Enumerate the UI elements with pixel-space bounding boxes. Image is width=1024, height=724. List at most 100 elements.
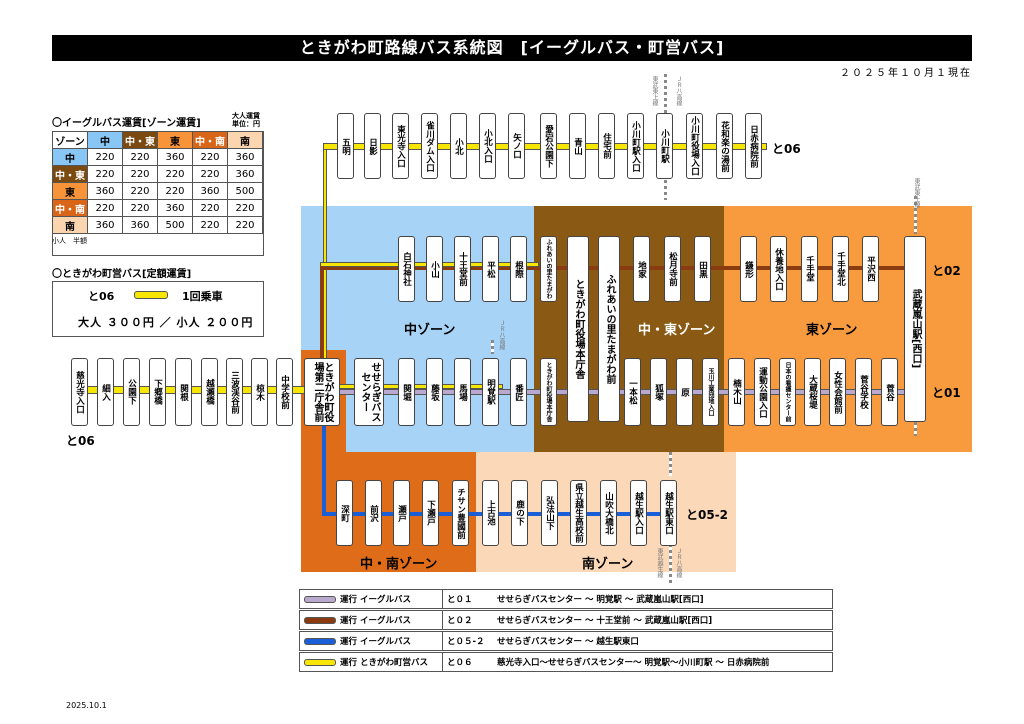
legend-operator: 運行 イーグルバス [340,616,411,626]
bus-stop[interactable]: 大蔵桜堤 [804,358,821,426]
bus-stop[interactable]: 越生駅入口 [630,480,647,546]
bus-stop[interactable]: ときがわ町役場第二庁舎前 [304,358,340,426]
bus-stop[interactable]: 平松 [482,236,499,302]
bus-stop[interactable]: 小川町役場入口 [686,113,703,179]
bus-stop[interactable]: 松月寺前 [664,236,681,302]
fare-cell: 220 [122,165,158,183]
bus-stop[interactable]: 関根 [175,358,192,426]
bus-stop[interactable]: 藤坂 [426,358,443,426]
bus-stop[interactable]: 狐塚 [650,358,667,426]
bus-stop[interactable]: 前沢 [365,480,382,546]
bus-stop[interactable]: 瀬戸 [393,480,410,546]
bus-stop[interactable]: 番匠 [510,358,527,426]
bus-stop[interactable]: 県立越生高校前 [570,480,587,546]
bus-stop[interactable]: 椋木 [251,358,268,426]
bus-stop[interactable]: ときがわ町役場本庁舎 [540,358,557,426]
bus-stop[interactable]: 運動公園入口 [754,358,771,426]
bus-stop[interactable]: 小北入口 [479,113,496,179]
bus-stop[interactable]: 鎌形 [740,236,757,302]
bus-stop[interactable]: 原 [676,358,693,426]
bus-stop[interactable]: 弘法山下 [541,480,558,546]
bus-stop[interactable]: 青山 [569,113,586,179]
fare-row: 中 220 220 360 220 360 [52,148,263,166]
bus-stop[interactable]: 武蔵嵐山駅[西口] [904,236,926,422]
bus-stop[interactable]: 愛宕公園下 [540,113,557,179]
bus-stop[interactable]: 深町 [336,480,353,546]
bus-stop[interactable]: 上古池 [482,480,499,546]
route-line-to02 [320,266,920,270]
fare-cell: 500 [157,216,193,234]
bus-stop[interactable]: 越瀬橋 [201,358,218,426]
bus-stop[interactable]: 菅谷学校 [855,358,872,426]
bus-stop[interactable]: 矢ノ口 [508,113,525,179]
bus-stop[interactable]: 公園下 [123,358,140,426]
bus-stop[interactable]: 馬場 [454,358,471,426]
bus-stop[interactable]: 明覚駅 [482,358,499,426]
bus-stop[interactable]: 花和楽の湯前 [716,113,733,179]
bus-stop[interactable]: 白石神社 [398,236,415,302]
bus-stop[interactable]: 細入 [97,358,114,426]
bus-stop[interactable]: 住宅前 [598,113,615,179]
page-title: ときがわ町路線バス系統図 [イーグルバス・町営バス] [52,35,972,61]
fare-header: 中 [87,131,123,149]
bus-stop[interactable]: 越生駅東口 [660,480,677,546]
fare-child-note: 小人 半額 [52,237,87,245]
bus-stop[interactable]: ふれあいの里たまがわ前 [598,236,620,422]
bus-stop[interactable]: 東光寺入口 [392,113,409,179]
bus-stop[interactable]: 玉川工業団地入口 [702,358,719,426]
fare-cell: 360 [122,216,158,234]
fare-header: ゾーン [52,131,88,149]
legend-row: 運行 ときがわ町営バス と０６ 慈光寺入口～せせらぎバスセンター～ 明覚駅～小川… [299,652,833,672]
date-note: ２０２５年１０月１現在 [840,68,972,79]
bus-stop[interactable]: 小川町駅 [656,113,673,179]
fare-row-zone: 中・東 [52,165,88,183]
bus-stop[interactable]: 雀川ダム入口 [421,113,438,179]
bus-stop[interactable]: 小山 [426,236,443,302]
bus-stop[interactable]: 平沢西 [862,236,879,302]
bus-stop[interactable]: 十王堂前 [454,236,471,302]
bus-stop[interactable]: 日本の看護センター前 [779,358,796,426]
bus-stop[interactable]: 地家 [633,236,650,302]
bus-stop[interactable]: せせらぎバスセンター [354,358,384,426]
fare-cell: 220 [122,199,158,217]
zone-label-naka-minami: 中・南ゾーン [360,557,438,572]
bus-stop[interactable]: 菅谷 [881,358,898,426]
bus-stop[interactable]: 五明 [337,113,354,179]
bus-stop[interactable]: 下瀬戸 [422,480,439,546]
bus-stop[interactable]: チサン豊國前 [452,480,469,546]
fare-cell: 360 [157,148,193,166]
fare-title: 〇イーグルバス運賃[ゾーン運賃] [52,118,201,129]
fare-table: ゾーン 中 中・東 東 中・南 南 中 220 220 360 220 360 … [52,131,263,234]
bus-stop[interactable]: 日赤病院前 [745,113,762,179]
bus-stop[interactable]: 下郷橋 [149,358,166,426]
bus-stop[interactable]: 一本松 [624,358,641,426]
fare-row-zone: 中・南 [52,199,88,217]
bus-stop[interactable]: 三波渓谷前 [226,358,243,426]
legend-operator: 運行 イーグルバス [340,637,411,647]
legend-row: 運行 イーグルバス と０２ せせらぎバスセンター ～ 十王堂前 ～ 武蔵嵐山駅[… [299,610,833,630]
bus-stop[interactable]: 関堀 [398,358,415,426]
bus-stop[interactable]: 千手堂 [801,236,818,302]
bus-stop[interactable]: 楠木山 [728,358,745,426]
rail-note: ＪＲ八高線 [675,548,682,578]
bus-stop[interactable]: 鹿の下 [511,480,528,546]
bus-stop[interactable]: ときがわ町役場本庁舎 [567,236,589,422]
fare-cell: 360 [157,199,193,217]
bus-stop[interactable]: 日影 [364,113,381,179]
bus-stop[interactable]: 小北 [450,113,467,179]
bus-stop[interactable]: 中学校前 [276,358,293,426]
bus-stop[interactable]: 女性会館前 [829,358,846,426]
bus-stop[interactable]: 小川町駅入口 [627,113,644,179]
rail-note: ＪＲ八高線 [675,76,682,106]
bus-stop[interactable]: 山吹大橋北 [600,480,617,546]
fare-row: 東 360 220 220 360 500 [52,182,263,200]
bus-stop[interactable]: 田黒 [694,236,711,302]
legend-swatch [304,658,336,666]
bus-stop[interactable]: 根際 [510,236,527,302]
bus-stop[interactable]: ふれあいの里たまがわ [540,236,557,302]
fare-cell: 220 [227,216,263,234]
bus-stop[interactable]: 慈光寺入口 [71,358,88,426]
town-bus-box [52,281,264,337]
bus-stop[interactable]: 千手堂北 [832,236,849,302]
bus-stop[interactable]: 休養地入口 [770,236,787,302]
